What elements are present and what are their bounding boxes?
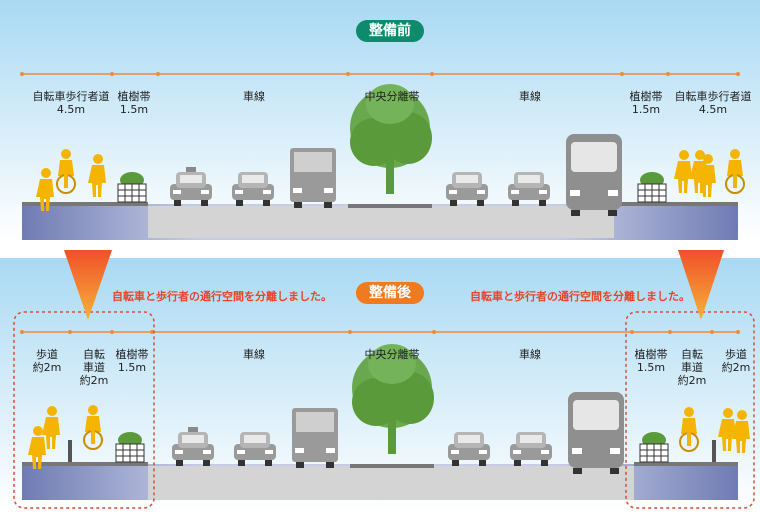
right-bikeway-name-2: 車道 — [681, 361, 703, 374]
right-lane-label: 車線 — [519, 90, 541, 103]
left-walkway-width: 約2m — [32, 361, 62, 374]
right-planting-name: 植樹帯 — [629, 90, 663, 103]
bollard-icon — [712, 440, 716, 462]
left-lane-label-after: 車線 — [243, 348, 265, 361]
left-sidewalk-width: 4.5m — [56, 103, 86, 116]
left-bikeway-name-1: 自転 — [83, 348, 105, 361]
left-planting-name: 植樹帯 — [117, 90, 151, 103]
bus-icon — [568, 392, 624, 474]
down-arrow-icon — [678, 250, 724, 320]
down-arrow-icon — [64, 250, 112, 320]
median-label: 中央分離帯 — [364, 90, 420, 103]
right-planting-label: 植樹帯 1.5m — [624, 90, 668, 116]
left-walkway-label: 歩道 約2m — [30, 348, 64, 374]
after-panel — [0, 258, 760, 512]
bus-icon — [566, 134, 622, 216]
right-sidewalk-name: 自転車歩行者道 — [674, 90, 752, 103]
right-sidewalk-width: 4.5m — [698, 103, 728, 116]
left-planting-width: 1.5m — [119, 103, 149, 116]
left-planting-width-after: 1.5m — [117, 361, 147, 374]
left-planting-label-after: 植樹帯 1.5m — [112, 348, 152, 374]
right-bikeway-label: 自転 車道 約2m — [674, 348, 710, 387]
left-bikeway-name-2: 車道 — [83, 361, 105, 374]
note-right: 自転車と歩行者の通行空間を分離しました。 — [470, 290, 690, 303]
hedge-icon — [115, 431, 145, 463]
median-label-after: 中央分離帯 — [364, 348, 420, 361]
hedge-icon — [117, 171, 147, 203]
right-sidewalk-label: 自転車歩行者道 4.5m — [670, 90, 756, 116]
left-walkway-name: 歩道 — [36, 348, 58, 361]
after-badge: 整備後 — [356, 282, 424, 304]
truck-icon — [292, 408, 338, 468]
right-planting-name-after: 植樹帯 — [634, 348, 668, 361]
right-highlight-box — [625, 311, 755, 509]
note-left: 自転車と歩行者の通行空間を分離しました。 — [112, 290, 332, 303]
right-walkway-width: 約2m — [721, 361, 751, 374]
left-sidewalk-name: 自転車歩行者道 — [32, 90, 110, 103]
hedge-icon — [637, 171, 667, 203]
before-badge: 整備前 — [356, 20, 424, 42]
hedge-icon — [639, 431, 669, 463]
left-highlight-box — [13, 311, 155, 509]
right-bikeway-width: 約2m — [677, 374, 707, 387]
bollard-icon — [68, 440, 72, 462]
right-bikeway-name-1: 自転 — [681, 348, 703, 361]
right-planting-label-after: 植樹帯 1.5m — [630, 348, 672, 374]
left-planting-label: 植樹帯 1.5m — [112, 90, 156, 116]
left-planting-name-after: 植樹帯 — [115, 348, 149, 361]
truck-icon — [290, 148, 336, 208]
right-walkway-label: 歩道 約2m — [718, 348, 754, 374]
left-bikeway-width: 約2m — [79, 374, 109, 387]
right-lane-label-after: 車線 — [519, 348, 541, 361]
left-sidewalk-label: 自転車歩行者道 4.5m — [28, 90, 114, 116]
left-lane-label: 車線 — [243, 90, 265, 103]
right-walkway-name: 歩道 — [725, 348, 747, 361]
right-planting-width: 1.5m — [631, 103, 661, 116]
right-planting-width-after: 1.5m — [636, 361, 666, 374]
left-bikeway-label: 自転 車道 約2m — [76, 348, 112, 387]
